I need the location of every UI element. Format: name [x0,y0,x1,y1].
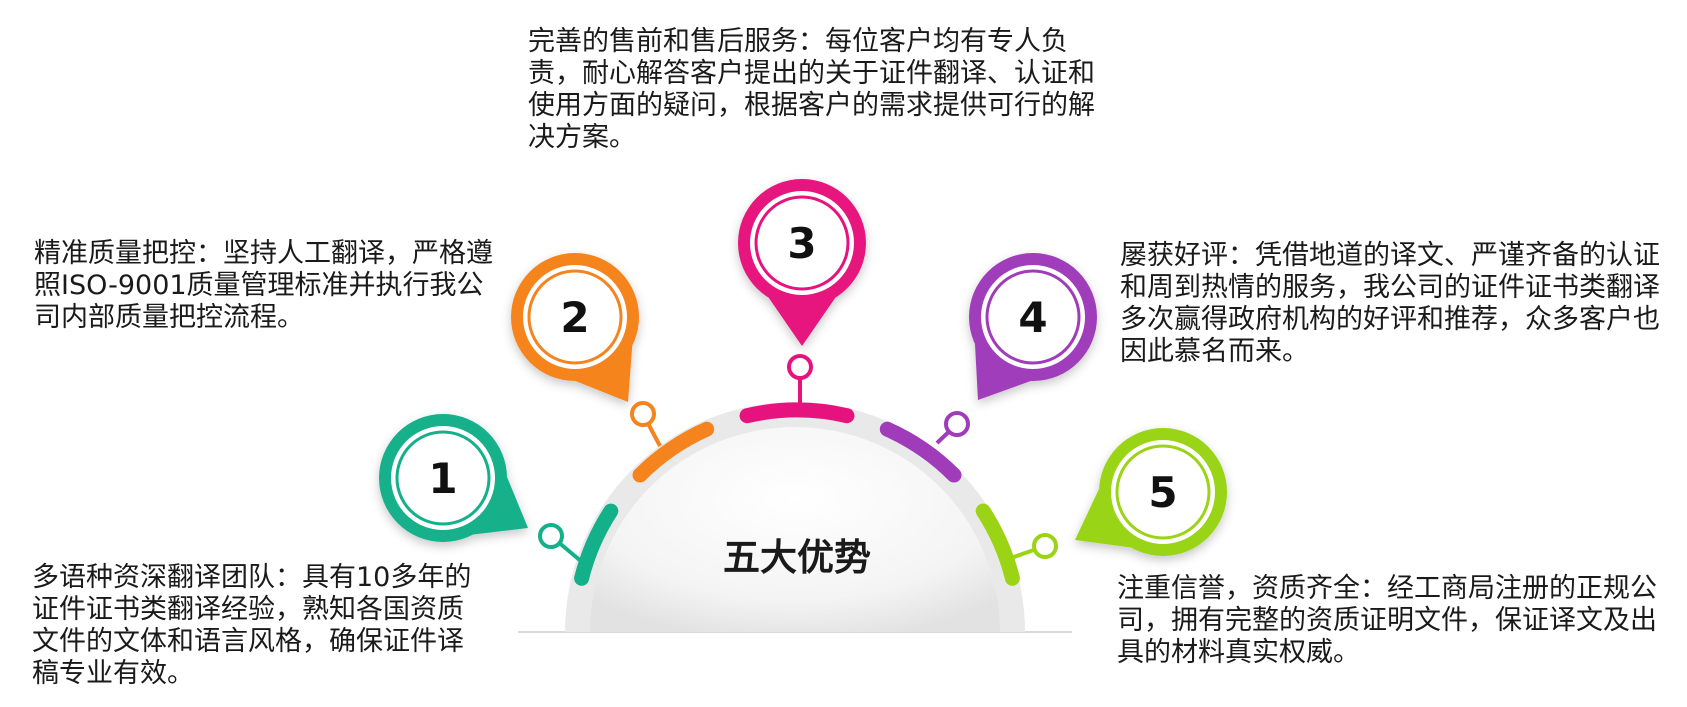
connector-ring-4 [944,411,970,437]
pin-number-2: 2 [560,293,589,342]
arc-segment-4 [879,421,962,483]
arc-segments [574,402,1020,586]
pin-inner-ring-4 [985,269,1081,365]
pin-face-3 [750,191,854,295]
pin-inner-ring-2 [527,269,623,365]
center-title: 五大优势 [723,536,871,579]
advantage-5-description: 注重信誉，资质齐全：经工商局注册的正规公司，拥有完整的资质证明文件，保证译文及出… [1117,573,1657,668]
arc-segment-1 [574,503,619,586]
pin-tail-3 [768,297,836,346]
pin-face-4 [981,265,1085,369]
advantage-1-description: 多语种资深翻译团队：具有10多年的证件证书类翻译经验，熟知各国资质文件的文体和语… [32,562,472,689]
connector-ring-2 [630,401,656,427]
pin-inner-ring-1 [395,430,491,526]
arc-segment-5 [975,503,1020,586]
pin-number-3: 3 [787,219,816,268]
arc-segment-2 [632,421,715,483]
pin-face-2 [523,265,627,369]
pin-face-1 [391,426,495,530]
connector-ring-1 [538,523,564,549]
pin-inner-ring-5 [1115,444,1211,540]
advantage-2-description: 精准质量把控：坚持人工翻译，严格遵照ISO-9001质量管理标准并执行我公司内部… [34,238,493,333]
center-dome [590,427,1000,632]
connector-ring-5 [1032,533,1058,559]
advantage-3-description: 完善的售前和售后服务：每位客户均有专人负责，耐心解答客户提出的关于证件翻译、认证… [528,26,1095,153]
connectors [538,354,1058,569]
arc-segment-3 [739,402,855,424]
pin-number-4: 4 [1018,293,1047,342]
pin-face-5 [1111,440,1215,544]
pin-number-5: 5 [1148,468,1177,517]
pin-number-1: 1 [428,454,457,503]
advantage-4-description: 屡获好评：凭借地道的译文、严谨齐备的认证和周到热情的服务，我公司的证件证书类翻译… [1120,240,1660,367]
pins: 1 2 3 4 5 [379,179,1227,556]
pin-inner-ring-3 [754,195,850,291]
connector-ring-3 [787,354,813,380]
